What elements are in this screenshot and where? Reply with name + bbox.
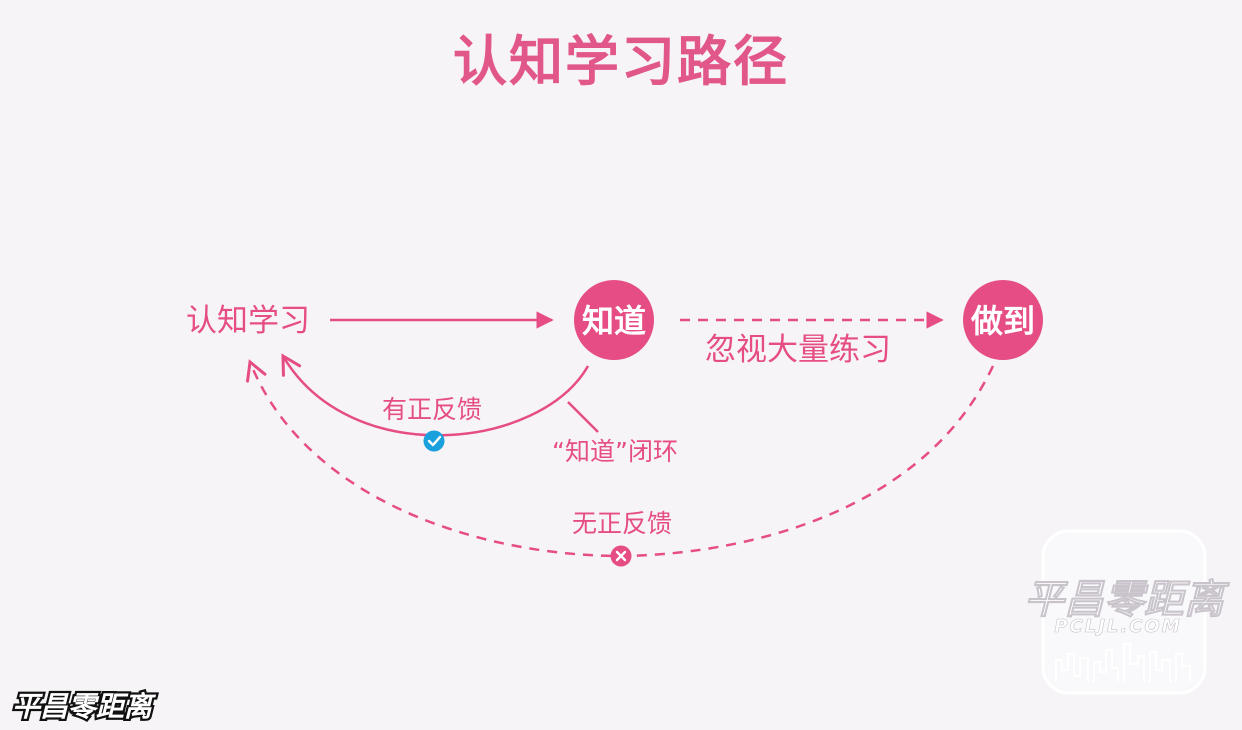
watermark-url: PCLJL.COM: [1054, 616, 1181, 637]
node-know-label: 知道: [582, 302, 646, 340]
ignore-practice-label: 忽视大量练习: [705, 332, 891, 368]
know-loop-pointer-line: [567, 401, 599, 433]
cross-icon: [610, 545, 632, 567]
watermark-frame: [1041, 529, 1207, 695]
node-start-label: 认知学习: [186, 303, 310, 339]
corner-logo: 平昌零距离: [12, 690, 157, 723]
node-know-circle: [574, 280, 654, 360]
node-do-circle: [963, 280, 1043, 360]
diagram-title: 认知学习路径: [453, 30, 789, 93]
know-loop-label: “知道”闭环: [552, 437, 678, 466]
check-icon: [423, 430, 445, 452]
node-do: 做到: [963, 280, 1043, 360]
no-feedback-label: 无正反馈: [572, 509, 672, 538]
node-do-label: 做到: [970, 302, 1035, 340]
skyline-icon: [1054, 642, 1192, 682]
positive-feedback-label: 有正反馈: [382, 395, 482, 424]
watermark-brand: 平昌零距离: [1024, 577, 1230, 623]
node-know: 知道: [574, 280, 654, 360]
watermark-logo: 平昌零距离 PCLJL.COM: [1024, 529, 1230, 695]
